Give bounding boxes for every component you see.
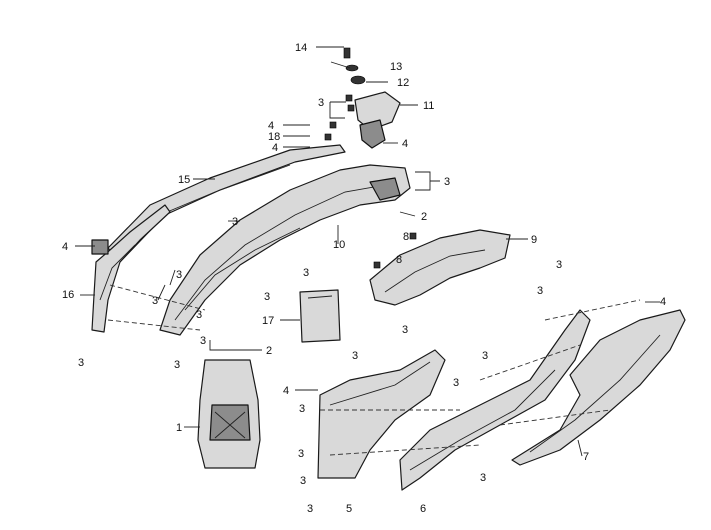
callout-3-c3q: 3 <box>300 475 306 487</box>
callout-4-c4c: 4 <box>402 138 408 150</box>
callout-14-c14: 14 <box>295 42 307 54</box>
top-fastener-stack <box>324 47 366 141</box>
callout-8-c8b: 8 <box>396 254 402 266</box>
part-1-front-panel <box>197 359 261 469</box>
callout-16-c16: 16 <box>62 289 74 301</box>
callout-13-c13: 13 <box>390 61 402 73</box>
callout-3-c3j: 3 <box>174 359 180 371</box>
callout-17-c17: 17 <box>262 315 274 327</box>
callout-6-c6: 6 <box>420 503 426 515</box>
callout-12-c12: 12 <box>397 77 409 89</box>
callout-3-c3u-dup: 3 <box>556 259 562 271</box>
callout-3-c3t: 3 <box>480 472 486 484</box>
callout-2-c2a: 2 <box>421 211 427 223</box>
callout-3-c3h: 3 <box>196 309 202 321</box>
callout-3-c3d: 3 <box>303 267 309 279</box>
callout-5-c5: 5 <box>346 503 352 515</box>
callout-18-c18: 18 <box>268 131 280 143</box>
callout-9-c9: 9 <box>531 234 537 246</box>
part-11-bracket <box>354 91 401 149</box>
callout-15-c15: 15 <box>178 174 190 186</box>
callout-3-c3b: 3 <box>444 176 450 188</box>
callout-3-c3a: 3 <box>318 97 324 109</box>
callout-10-c10: 10 <box>333 239 345 251</box>
callout-8-c8a: 8 <box>403 231 409 243</box>
callout-3-c3e: 3 <box>176 269 182 281</box>
part-9-mid-bracket <box>369 229 511 306</box>
callout-3-c3l: 3 <box>402 324 408 336</box>
alignment-lines <box>107 284 641 456</box>
callout-11-c11: 11 <box>423 100 434 112</box>
callout-4-c4d: 4 <box>62 241 68 253</box>
callout-3-c3k: 3 <box>200 335 206 347</box>
part-5-lower-left-panel <box>317 349 446 479</box>
callout-4-c4e: 4 <box>283 385 289 397</box>
callout-4-c4a: 4 <box>268 120 274 132</box>
callout-3-c3p: 3 <box>298 448 304 460</box>
leader-lines <box>75 46 660 457</box>
callout-4-c4f: 4 <box>660 296 666 308</box>
callout-3-c3s: 3 <box>482 350 488 362</box>
part-10-frame-cover <box>159 164 411 336</box>
part-17-small-panel <box>299 289 341 343</box>
callout-3-c3f: 3 <box>264 291 270 303</box>
callout-3-c3i: 3 <box>78 357 84 369</box>
callout-3-c3g: 3 <box>152 295 158 307</box>
part-16-left-trim <box>91 204 171 333</box>
callout-3-c3m: 3 <box>352 350 358 362</box>
callout-2-c2b: 2 <box>266 345 272 357</box>
part-7-rear-cover <box>511 309 686 466</box>
part-6-lower-mid-panel <box>399 309 591 491</box>
callout-1-c1: 1 <box>176 422 182 434</box>
callout-3-c3c: 3 <box>232 216 238 228</box>
callout-3-c3u: 3 <box>537 285 543 297</box>
callout-7-c7: 7 <box>583 451 589 463</box>
callout-3-c3n: 3 <box>453 377 459 389</box>
callout-4-c4b: 4 <box>272 142 278 154</box>
callout-3-c3o: 3 <box>299 403 305 415</box>
callout-3-c3r: 3 <box>307 503 313 515</box>
